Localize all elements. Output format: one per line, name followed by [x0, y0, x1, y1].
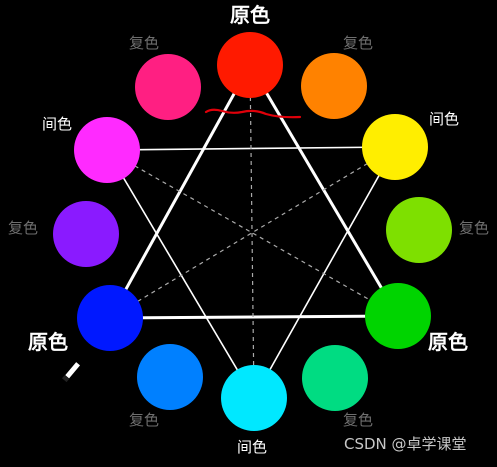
- label-tertiary-top-right: 复色: [343, 34, 374, 52]
- label-secondary-right: 间色: [429, 110, 460, 128]
- circle-green: [365, 283, 431, 349]
- label-secondary-left: 间色: [42, 115, 73, 133]
- primary-edge-blue-green: [109, 314, 399, 320]
- label-tertiary-bottom-left: 复色: [129, 411, 160, 429]
- circle-yellow: [362, 114, 428, 180]
- secondary-edge-magenta-cyan: [106, 149, 255, 399]
- circle-yellow-green: [386, 197, 452, 263]
- circle-violet: [53, 201, 119, 267]
- label-tertiary-right: 复色: [459, 219, 490, 237]
- primary-edge-red-green: [248, 64, 400, 317]
- circle-blue: [77, 285, 143, 351]
- circle-rose: [135, 54, 201, 120]
- label-primary-left: 原色: [28, 330, 68, 354]
- label-tertiary-bottom-right: 复色: [343, 411, 374, 429]
- label-tertiary-left: 复色: [8, 219, 39, 237]
- secondary-edge-yellow-cyan: [253, 146, 396, 399]
- circle-azure: [137, 344, 203, 410]
- color-circles: [53, 32, 452, 431]
- dashed-red-cyan: [249, 64, 255, 399]
- pen-cursor-icon: [61, 360, 82, 383]
- label-secondary-bottom: 间色: [237, 438, 268, 456]
- label-primary-top: 原色: [230, 3, 270, 27]
- circle-orange: [301, 53, 367, 119]
- label-primary-right: 原色: [428, 330, 468, 354]
- label-tertiary-top-left: 复色: [129, 34, 160, 52]
- watermark: CSDN @卓学课堂: [344, 435, 467, 453]
- circle-cyan: [221, 365, 287, 431]
- circle-red: [217, 32, 283, 98]
- circle-spring-green: [302, 345, 368, 411]
- circle-magenta: [74, 117, 140, 183]
- annotation-underline: [204, 108, 302, 119]
